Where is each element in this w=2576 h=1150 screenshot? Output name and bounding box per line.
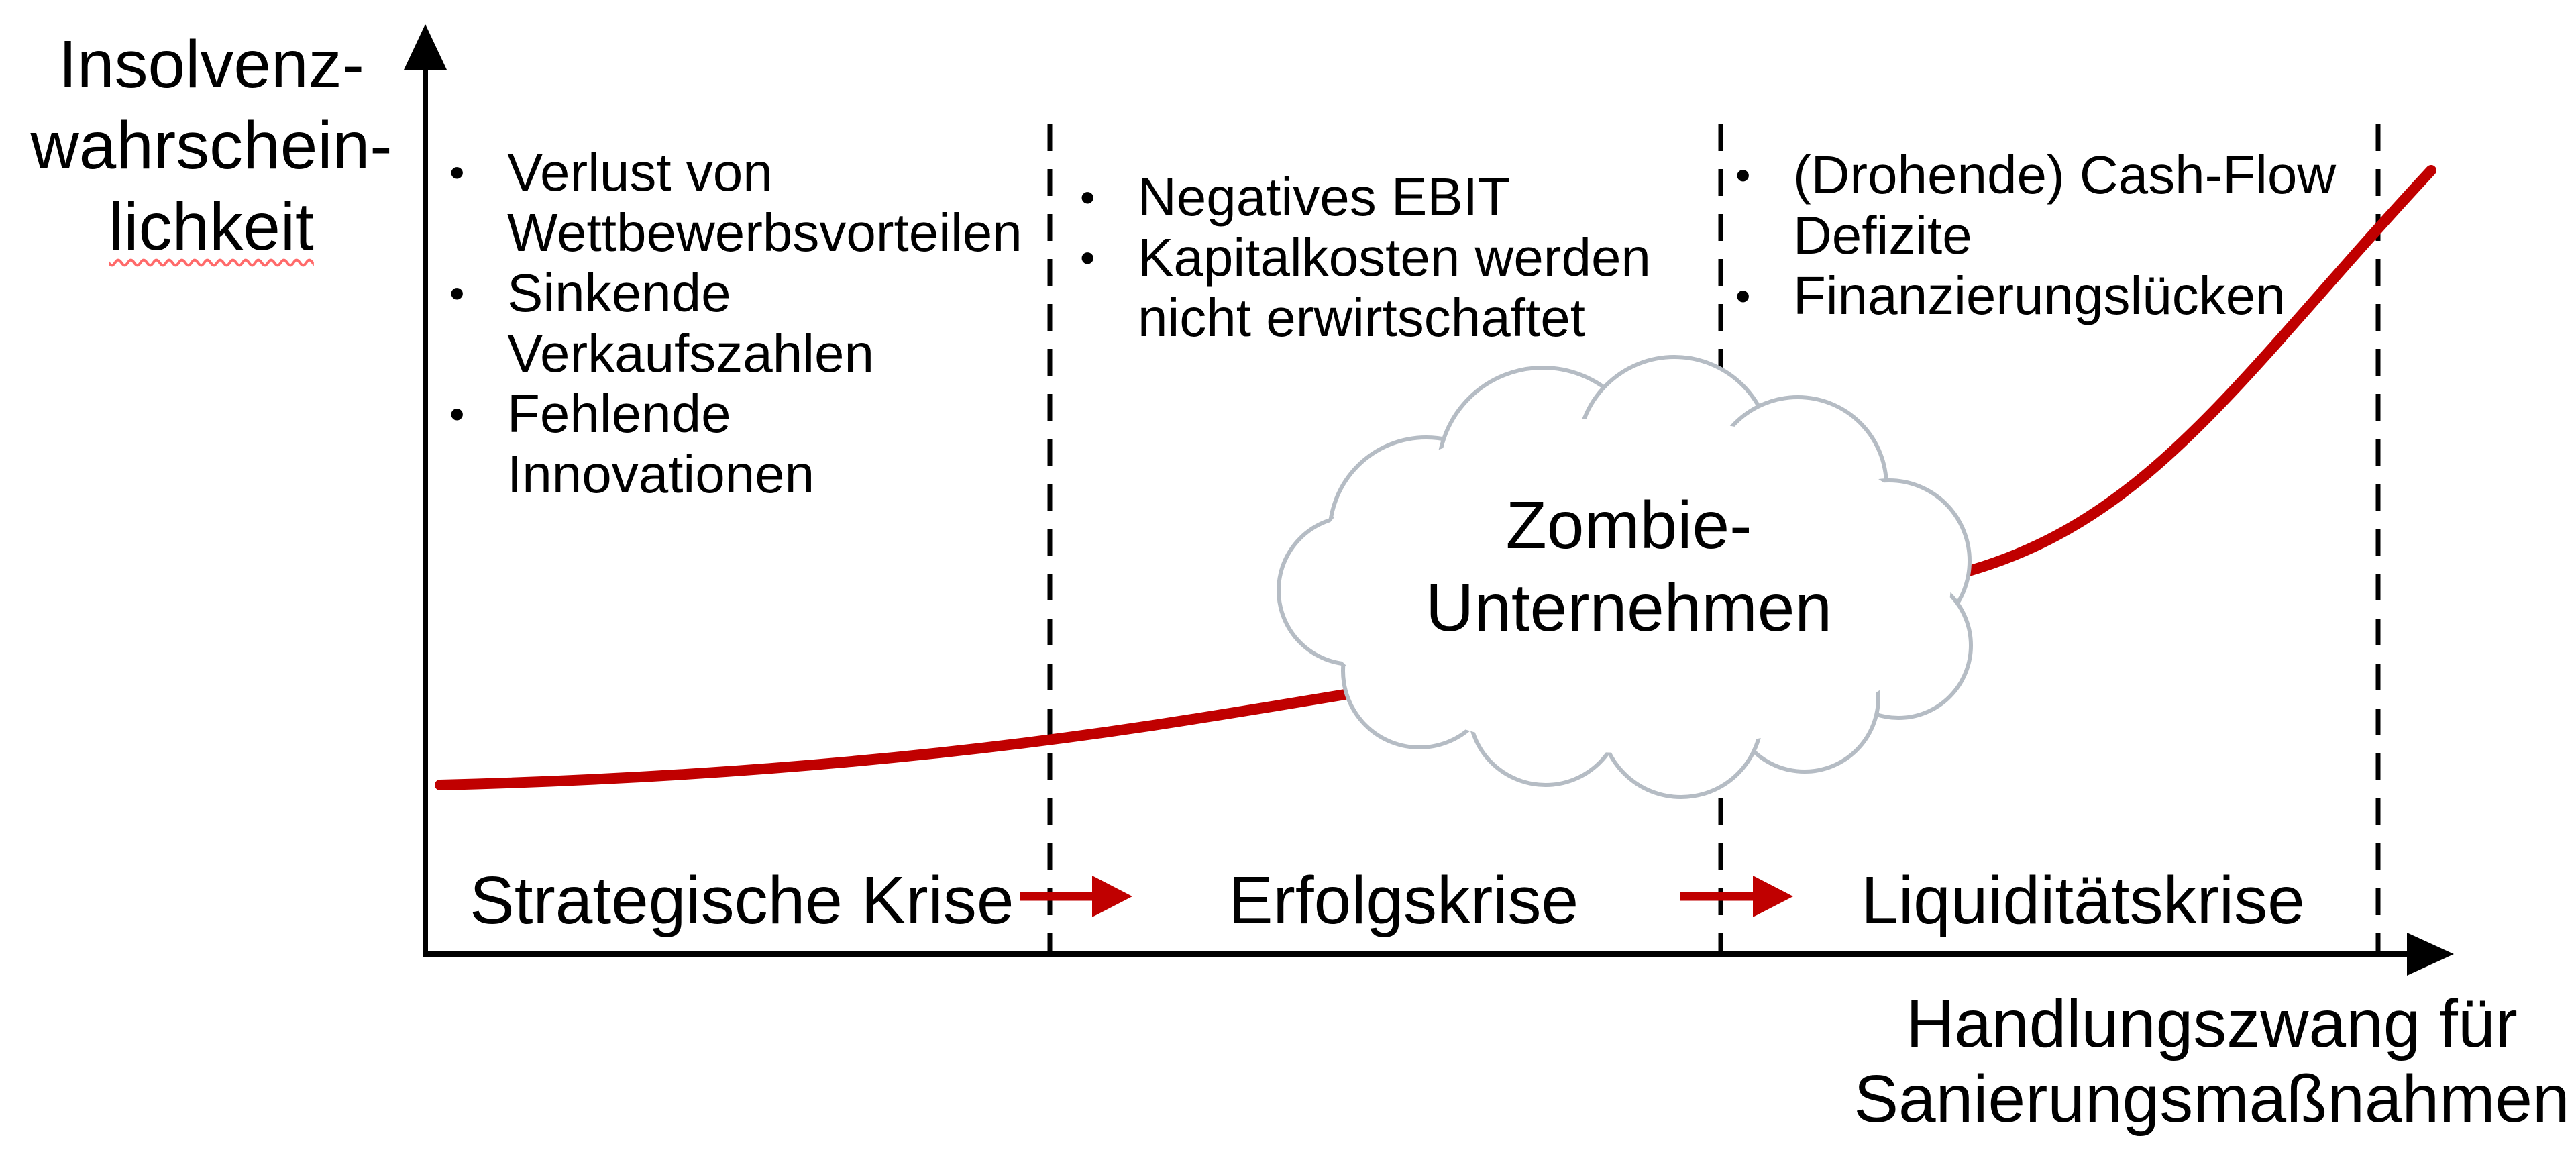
y-axis <box>404 24 447 957</box>
bullet-line: (Drohende) Cash-Flow <box>1793 145 2337 205</box>
phase-2-bullet-list: • Negatives EBIT • Kapitalkosten werden … <box>1080 167 1684 348</box>
y-axis-label-misspelled-word: lichkeit <box>109 189 314 264</box>
list-item: • Finanzierungslücken <box>1735 266 2373 326</box>
list-item: • (Drohende) Cash-Flow Defizite <box>1735 145 2373 266</box>
bullet-icon: • <box>1080 173 1095 221</box>
bullet-line: Verlust von <box>507 142 773 202</box>
phase-label-strategische-krise: Strategische Krise <box>470 863 1014 938</box>
bullet-icon: • <box>449 148 465 197</box>
bullet-icon: • <box>449 269 465 317</box>
bullet-line: Finanzierungslücken <box>1793 266 2286 325</box>
zombie-cloud-label: Zombie- Unternehmen <box>1293 484 1964 649</box>
y-axis-label-line: wahrschein- <box>30 108 392 183</box>
x-axis-label-line: Sanierungsmaßnahmen <box>1854 1061 2570 1137</box>
y-axis-label: Insolvenz- wahrschein- lichkeit <box>0 24 423 268</box>
bullet-icon: • <box>449 390 465 438</box>
cloud-label-line: Zombie- <box>1505 488 1752 563</box>
bullet-line: Sinkende <box>507 263 731 323</box>
bullet-line: Fehlende Innovationen <box>507 384 815 504</box>
list-item: • Fehlende Innovationen <box>449 384 1040 505</box>
list-item: • Negatives EBIT <box>1080 167 1684 227</box>
phase-label-liquiditaetskrise: Liquiditätskrise <box>1861 863 2305 938</box>
phase-3-bullet-list: • (Drohende) Cash-Flow Defizite • Finanz… <box>1735 145 2373 326</box>
x-axis <box>423 933 2454 976</box>
phase-arrow-1-icon <box>1020 876 1132 917</box>
bullet-icon: • <box>1735 272 1751 320</box>
bullet-line: Wettbewerbsvorteilen <box>507 203 1022 262</box>
y-axis-label-line: lichkeit <box>0 187 423 268</box>
phase-label-erfolgskrise: Erfolgskrise <box>1228 863 1579 938</box>
y-axis-label-line: Insolvenz- <box>58 27 364 102</box>
bullet-line: Negatives EBIT <box>1138 167 1511 227</box>
cloud-core <box>1307 417 1951 753</box>
y-axis-arrow-icon <box>404 24 447 70</box>
bullet-line: nicht erwirtschaftet <box>1138 288 1585 348</box>
zombie-cloud <box>1277 355 1973 799</box>
bullet-line: Defizite <box>1793 205 1972 265</box>
cloud-label-line: Unternehmen <box>1426 570 1832 645</box>
list-item: • Kapitalkosten werden nicht erwirtschaf… <box>1080 227 1684 348</box>
x-axis-label-line: Handlungszwang für <box>1906 986 2518 1061</box>
list-item: • Sinkende Verkaufszahlen <box>449 263 1040 384</box>
phase-1-bullet-list: • Verlust von Wettbewerbsvorteilen • Sin… <box>449 142 1040 505</box>
list-item: • Verlust von Wettbewerbsvorteilen <box>449 142 1040 263</box>
bullet-icon: • <box>1735 151 1751 199</box>
bullet-line: Kapitalkosten werden <box>1138 227 1651 287</box>
x-axis-arrow-icon <box>2407 933 2454 976</box>
bullet-icon: • <box>1080 233 1095 282</box>
phase-arrow-2-icon <box>1680 876 1793 917</box>
x-axis-label: Handlungszwang für Sanierungsmaßnahmen <box>1843 986 2576 1137</box>
bullet-line: Verkaufszahlen <box>507 323 875 383</box>
